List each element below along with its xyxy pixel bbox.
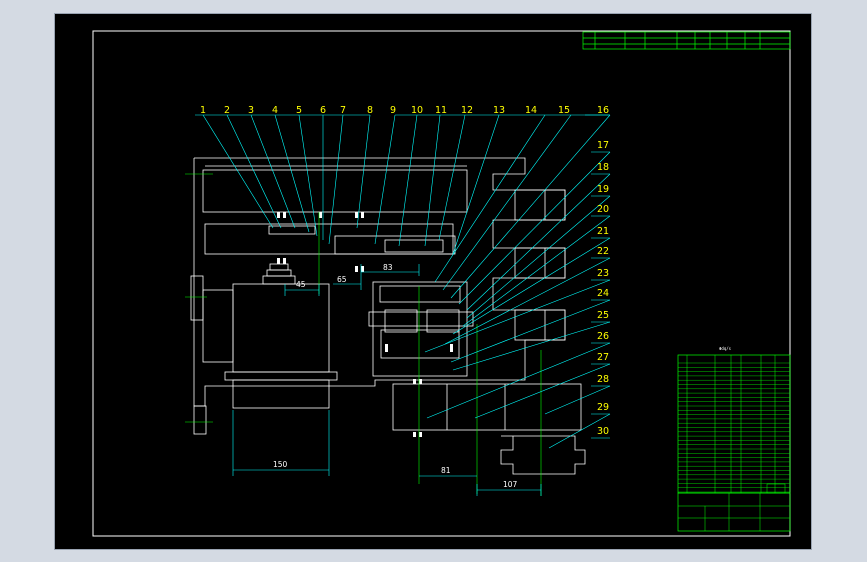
centerlines bbox=[185, 173, 542, 496]
balloon-label-19: 19 bbox=[597, 184, 609, 195]
dimension-text-83: 83 bbox=[383, 263, 393, 272]
balloon-label-17: 17 bbox=[597, 140, 609, 151]
balloon-label-5: 5 bbox=[296, 105, 302, 116]
balloon-label-2: 2 bbox=[224, 105, 230, 116]
balloon-label-16: 16 bbox=[597, 105, 609, 116]
balloon-label-28: 28 bbox=[597, 374, 609, 385]
detail-marks bbox=[277, 212, 453, 437]
leader-lines bbox=[195, 114, 611, 449]
dimension-text-107: 107 bbox=[503, 480, 518, 489]
dimension-lines bbox=[232, 264, 542, 496]
balloon-label-14: 14 bbox=[525, 105, 537, 116]
parts-list-title: Φdq/s bbox=[719, 346, 732, 351]
balloon-label-4: 4 bbox=[272, 105, 278, 116]
balloon-label-22: 22 bbox=[597, 246, 609, 257]
assembly-outline bbox=[190, 157, 586, 475]
balloon-label-3: 3 bbox=[248, 105, 254, 116]
balloon-label-10: 10 bbox=[411, 105, 423, 116]
parts-list-table: Φdq/s bbox=[677, 346, 791, 532]
balloon-label-13: 13 bbox=[493, 105, 505, 116]
balloon-label-11: 11 bbox=[435, 105, 447, 116]
balloon-label-18: 18 bbox=[597, 162, 609, 173]
title-block bbox=[677, 492, 791, 532]
balloon-label-1: 1 bbox=[200, 105, 206, 116]
balloon-label-6: 6 bbox=[320, 105, 326, 116]
balloon-label-21: 21 bbox=[597, 226, 609, 237]
sheet-frame bbox=[92, 30, 791, 537]
balloon-label-23: 23 bbox=[597, 268, 609, 279]
dimension-text-150: 150 bbox=[273, 460, 288, 469]
balloon-label-27: 27 bbox=[597, 352, 609, 363]
balloon-label-12: 12 bbox=[461, 105, 473, 116]
top-title-strip bbox=[582, 31, 791, 50]
balloon-label-29: 29 bbox=[597, 402, 609, 413]
balloon-label-25: 25 bbox=[597, 310, 609, 321]
assembly-drawing: 1234567891011121314151617181920212223242… bbox=[92, 30, 791, 537]
balloon-label-8: 8 bbox=[367, 105, 373, 116]
balloon-label-9: 9 bbox=[390, 105, 396, 116]
balloon-label-30: 30 bbox=[597, 426, 609, 437]
dimension-texts: 45 65 83 150 81 107 bbox=[273, 263, 518, 489]
balloon-label-15: 15 bbox=[558, 105, 570, 116]
balloon-label-24: 24 bbox=[597, 288, 609, 299]
balloon-label-7: 7 bbox=[340, 105, 346, 116]
balloon-label-20: 20 bbox=[597, 204, 609, 215]
dimension-text-65: 65 bbox=[337, 275, 347, 284]
dimension-text-45: 45 bbox=[296, 280, 306, 289]
balloon-label-26: 26 bbox=[597, 331, 609, 342]
dimension-text-81: 81 bbox=[441, 466, 451, 475]
